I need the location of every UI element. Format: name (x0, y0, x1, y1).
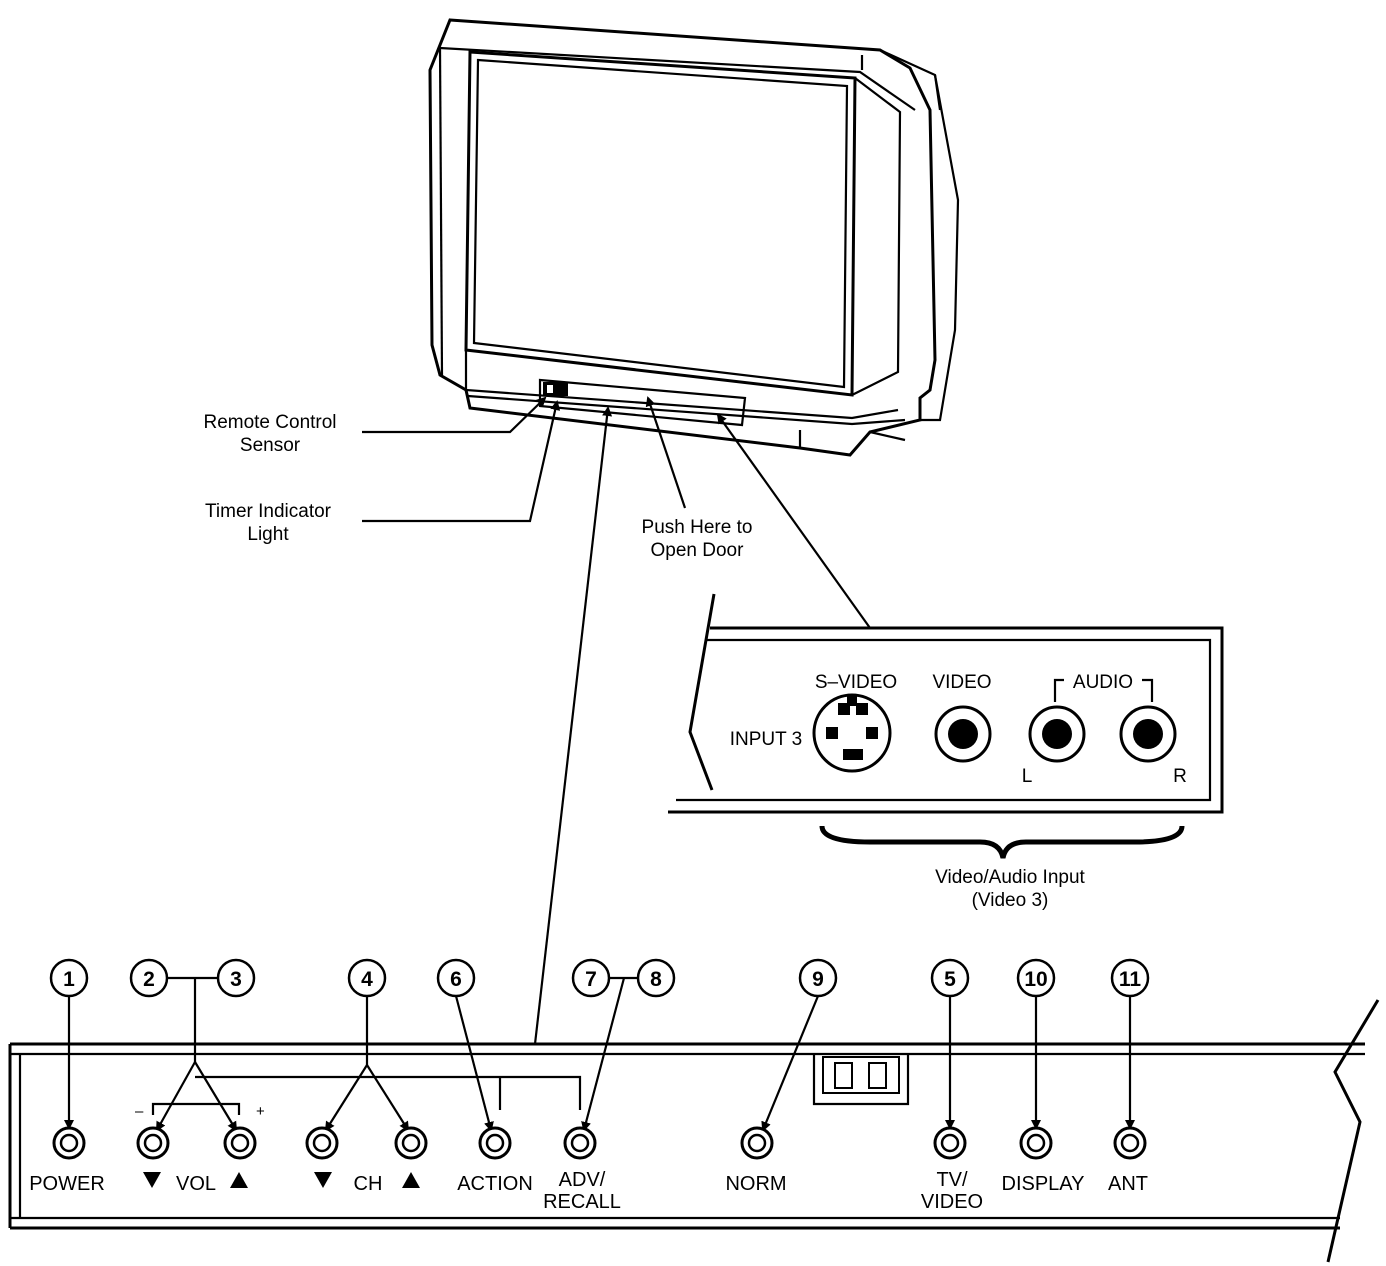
audio-label: AUDIO (1073, 672, 1133, 693)
vol-label: VOL (176, 1173, 216, 1195)
display-label: DISPLAY (1002, 1173, 1085, 1195)
power-label: POWER (29, 1173, 105, 1195)
ch-up-button[interactable] (394, 1126, 428, 1160)
adv-label: ADV/ (559, 1169, 606, 1191)
vol-minus: – (135, 1103, 144, 1120)
vol-up-button[interactable] (223, 1126, 257, 1160)
ch-down-arrow-icon (314, 1172, 332, 1188)
callout-11: 11 (1110, 958, 1150, 998)
svg-text:Sensor: Sensor (240, 435, 301, 456)
display-button[interactable] (1019, 1126, 1053, 1160)
tv-label: TV/ (936, 1169, 968, 1191)
video-audio-input-panel: S–VIDEO VIDEO AUDIO INPUT 3 L R Video/Au… (668, 593, 1224, 911)
callout-numbers: 1 2 3 4 6 7 8 9 5 10 11 (49, 958, 1150, 998)
svg-text:Push Here to: Push Here to (642, 517, 753, 538)
input-caption: Video/Audio Input (935, 867, 1085, 888)
s-video-label: S–VIDEO (815, 672, 897, 693)
video-jack[interactable] (934, 705, 992, 763)
ch-up-arrow-icon (402, 1172, 420, 1188)
button-labels: POWER VOL CH ACTION ADV/ RECALL NORM TV/… (29, 1169, 1148, 1213)
svg-text:11: 11 (1119, 968, 1142, 991)
vol-down-arrow-icon (143, 1172, 161, 1188)
callout-4: 4 (347, 958, 387, 998)
input-brace (819, 825, 1185, 859)
svg-text:9: 9 (812, 968, 824, 991)
callout-5: 5 (930, 958, 970, 998)
input-caption-sub: (Video 3) (972, 890, 1049, 911)
svg-text:1: 1 (63, 968, 75, 991)
audio-left-label: L (1022, 766, 1033, 787)
ch-down-button[interactable] (305, 1126, 339, 1160)
number-leaders (64, 976, 1135, 1132)
action-label: ACTION (457, 1173, 533, 1195)
norm-label: NORM (725, 1173, 786, 1195)
recall-label: RECALL (543, 1191, 621, 1213)
svg-text:4: 4 (361, 968, 373, 991)
callout-1: 1 (49, 958, 89, 998)
svg-text:2: 2 (143, 968, 155, 991)
vol-down-button[interactable] (136, 1126, 170, 1160)
audio-right-label: R (1173, 766, 1187, 787)
s-video-jack[interactable] (812, 693, 892, 773)
svg-text:10: 10 (1024, 968, 1047, 991)
svg-text:Open Door: Open Door (651, 540, 745, 561)
vol-up-arrow-icon (230, 1172, 248, 1188)
svg-text:6: 6 (450, 968, 462, 991)
remote-sensor-window (543, 382, 568, 396)
front-buttons (52, 1126, 1147, 1160)
callout-2: 2 (129, 958, 169, 998)
ant-button[interactable] (1113, 1126, 1147, 1160)
callout-3: 3 (216, 958, 256, 998)
video-label: VIDEO (932, 672, 991, 693)
front-control-panel (8, 999, 1380, 1263)
power-button[interactable] (52, 1126, 86, 1160)
audio-left-jack[interactable] (1028, 705, 1086, 763)
callout-10: 10 (1016, 958, 1056, 998)
svg-text:8: 8 (650, 968, 662, 991)
ch-label: CH (354, 1173, 383, 1195)
svg-text:5: 5 (944, 968, 956, 991)
action-button[interactable] (478, 1126, 512, 1160)
callout-remote-sensor: Remote Control Sensor (203, 412, 336, 456)
svg-text:3: 3 (230, 968, 242, 991)
callout-9: 9 (798, 958, 838, 998)
svg-text:7: 7 (585, 968, 597, 991)
button-connector-lines: – + (135, 1075, 582, 1120)
audio-right-jack[interactable] (1119, 705, 1177, 763)
callout-8: 8 (636, 958, 676, 998)
input-3-label: INPUT 3 (730, 729, 803, 750)
adv-recall-button[interactable] (563, 1126, 597, 1160)
callout-6: 6 (436, 958, 476, 998)
tv-video-button[interactable] (933, 1126, 967, 1160)
norm-button[interactable] (740, 1126, 774, 1160)
television-illustration (428, 18, 960, 457)
video-button-label: VIDEO (921, 1191, 983, 1213)
ant-label: ANT (1108, 1173, 1148, 1195)
tv-callout-leaders (362, 396, 871, 1045)
callout-push-door: Push Here to Open Door (642, 517, 753, 561)
svg-text:Light: Light (247, 524, 289, 545)
vol-plus: + (256, 1103, 265, 1120)
svg-text:Remote Control: Remote Control (203, 412, 336, 433)
svg-text:Timer Indicator: Timer Indicator (205, 501, 332, 522)
callout-7: 7 (571, 958, 611, 998)
callout-timer-light: Timer Indicator Light (205, 501, 332, 545)
